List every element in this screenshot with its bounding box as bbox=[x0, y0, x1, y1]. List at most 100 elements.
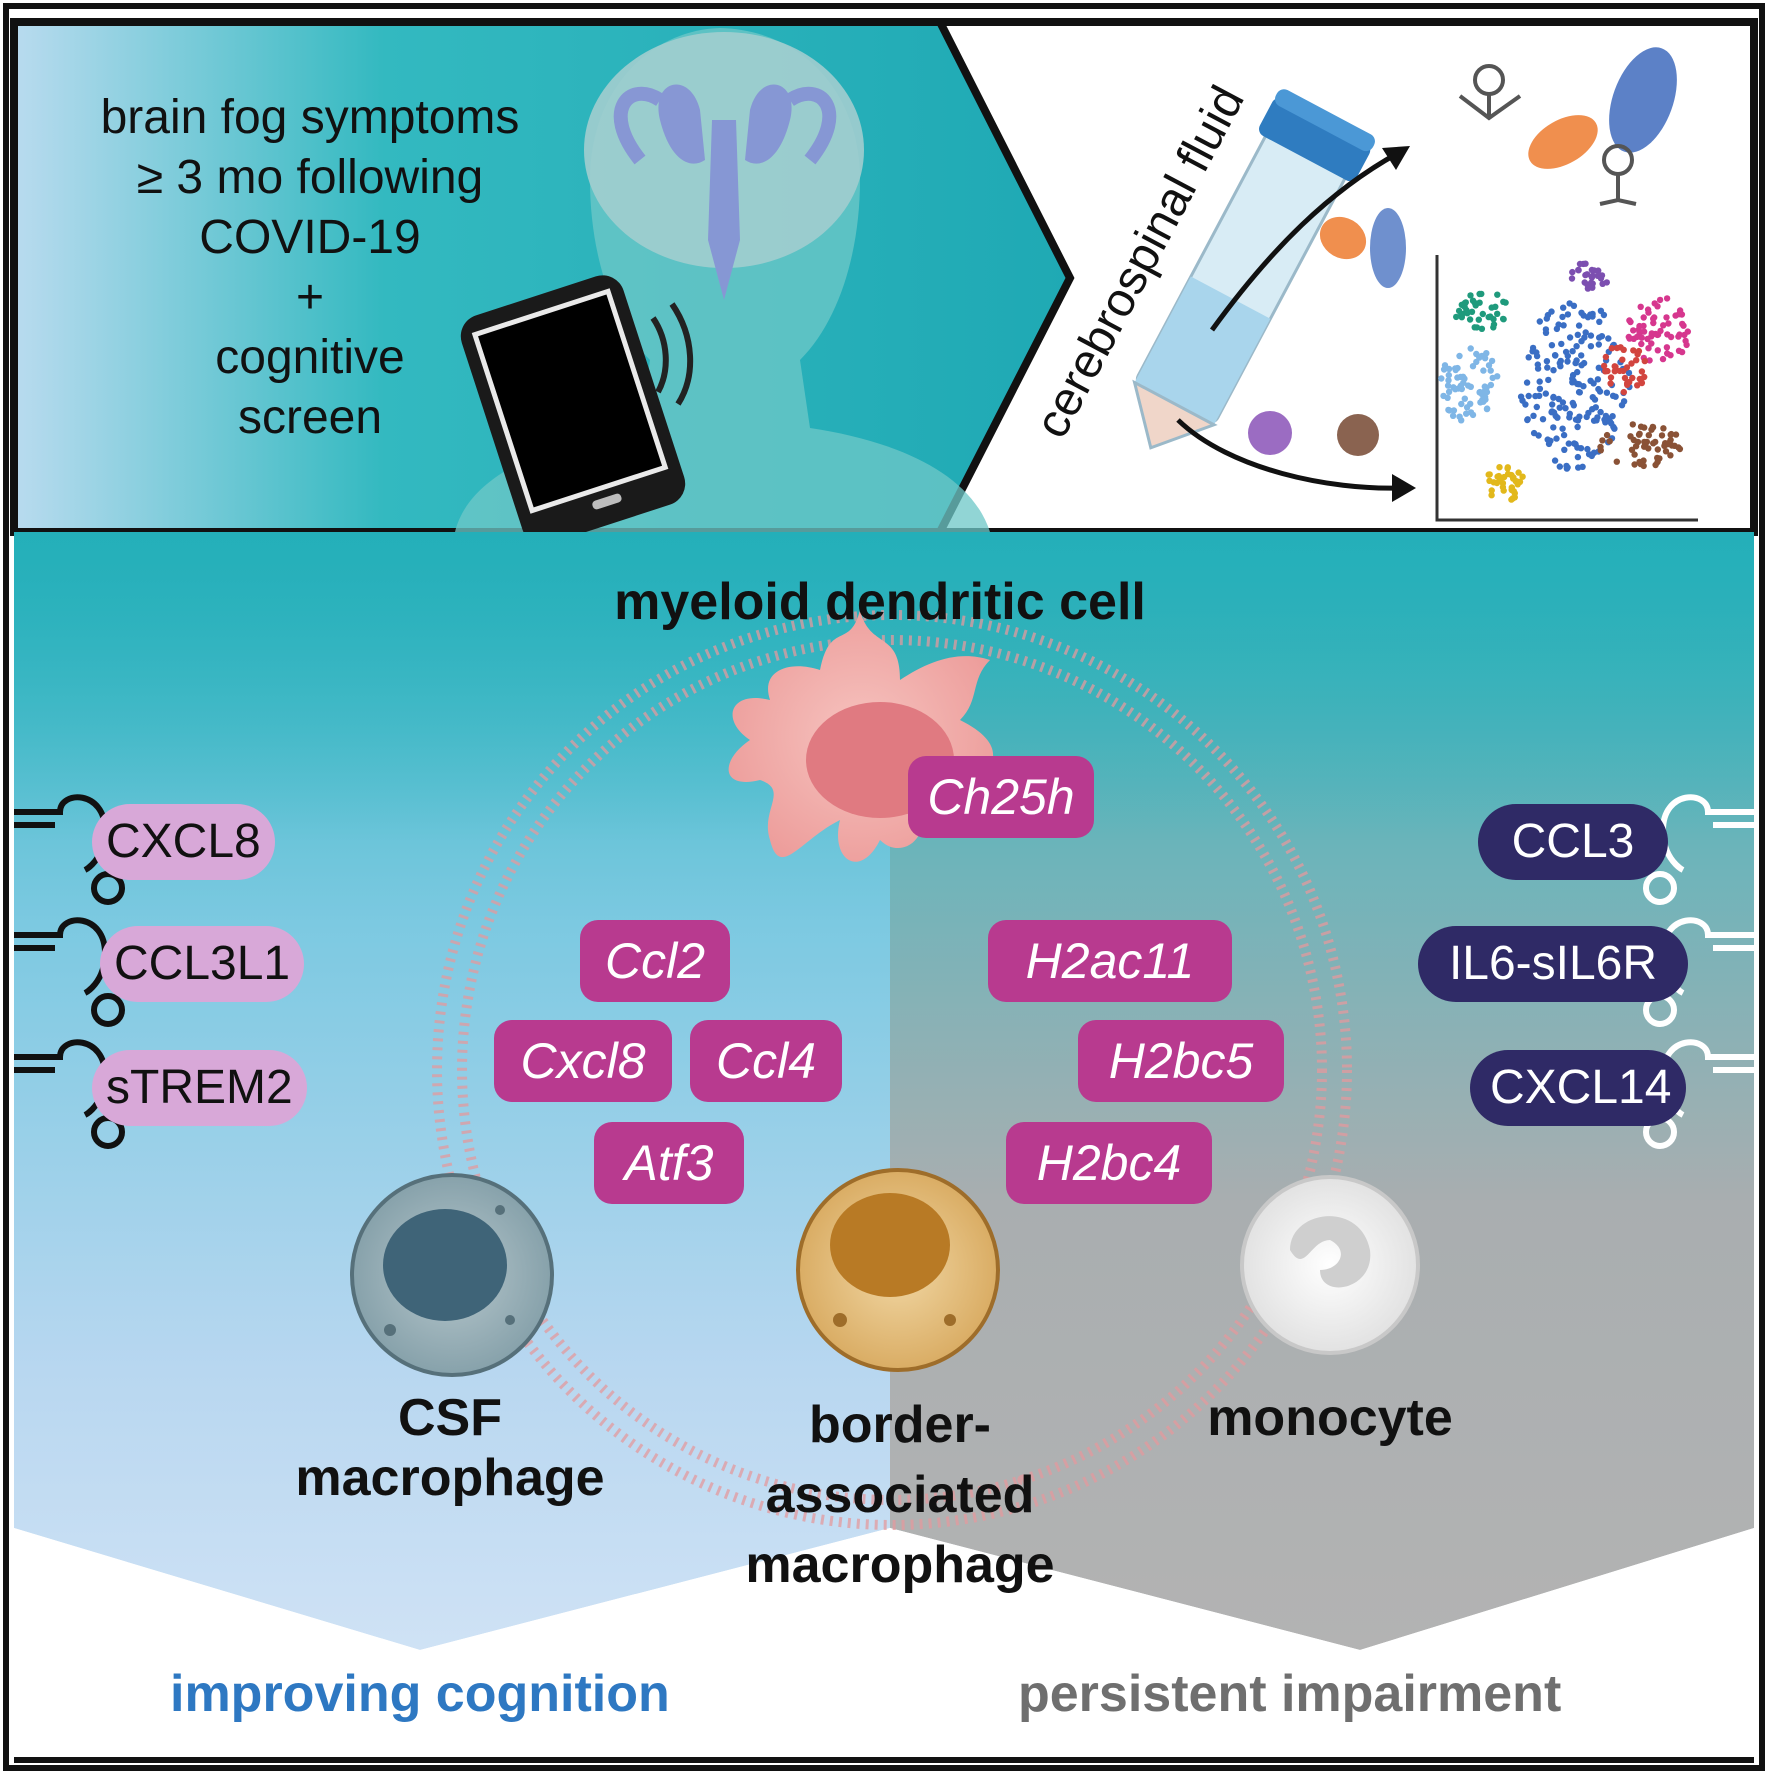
umap-plot bbox=[1435, 255, 1698, 522]
umap-dot bbox=[1637, 423, 1645, 430]
umap-dot bbox=[1662, 448, 1670, 455]
umap-dot bbox=[1444, 394, 1451, 401]
umap-dot bbox=[1606, 438, 1613, 445]
umap-dot bbox=[1638, 340, 1645, 348]
umap-dot bbox=[1597, 443, 1604, 451]
umap-dot bbox=[1534, 365, 1542, 372]
umap-dot bbox=[1452, 386, 1459, 393]
umap-dot bbox=[1596, 318, 1603, 325]
umap-dot bbox=[1542, 390, 1550, 397]
umap-dot bbox=[1654, 446, 1662, 453]
bam-line: macrophage bbox=[745, 1536, 1055, 1594]
umap-dot bbox=[1626, 317, 1633, 324]
umap-dot bbox=[1551, 352, 1559, 359]
umap-dot bbox=[1576, 389, 1584, 396]
umap-dot bbox=[1584, 445, 1591, 453]
umap-dot bbox=[1569, 399, 1577, 407]
umap-dot bbox=[1508, 496, 1515, 503]
umap-dot bbox=[1667, 452, 1674, 459]
umap-dot bbox=[1613, 344, 1621, 352]
symptom-line: cognitive bbox=[215, 331, 405, 384]
umap-dot bbox=[1625, 333, 1633, 341]
umap-dot bbox=[1461, 395, 1469, 402]
umap-dot bbox=[1553, 325, 1561, 333]
umap-dot bbox=[1652, 330, 1659, 338]
umap-dot bbox=[1500, 298, 1507, 305]
umap-dot bbox=[1629, 421, 1637, 428]
symptom-line: ≥ 3 mo following bbox=[136, 151, 484, 204]
umap-dot bbox=[1508, 471, 1515, 479]
umap-dot bbox=[1630, 327, 1637, 334]
umap-dot bbox=[1640, 322, 1647, 330]
umap-dot bbox=[1595, 341, 1603, 348]
umap-dot bbox=[1645, 432, 1653, 439]
phone-icon bbox=[460, 275, 694, 545]
umap-dot bbox=[1560, 304, 1567, 311]
umap-dot bbox=[1517, 393, 1525, 400]
umap-dot bbox=[1602, 353, 1610, 361]
umap-dot bbox=[1596, 388, 1604, 395]
csf-macrophage-line: macrophage bbox=[295, 1449, 605, 1507]
gene-badge: H2bc4 bbox=[1006, 1122, 1212, 1204]
umap-dot bbox=[1675, 347, 1683, 354]
umap-dot bbox=[1476, 388, 1484, 396]
umap-dot bbox=[1450, 407, 1458, 414]
umap-dot bbox=[1611, 368, 1619, 375]
umap-dot bbox=[1556, 404, 1563, 411]
umap-dot bbox=[1665, 320, 1672, 327]
umap-dot bbox=[1553, 435, 1560, 442]
symptom-line: brain fog symptoms bbox=[100, 91, 520, 144]
umap-dot bbox=[1533, 349, 1540, 356]
umap-dot bbox=[1654, 347, 1662, 354]
umap-dot bbox=[1578, 338, 1585, 345]
umap-dot bbox=[1582, 329, 1589, 336]
umap-dot bbox=[1613, 458, 1621, 465]
umap-dot bbox=[1634, 382, 1641, 389]
umap-dot bbox=[1658, 432, 1666, 439]
umap-dot bbox=[1476, 299, 1483, 306]
umap-dot bbox=[1575, 322, 1583, 329]
umap-dot bbox=[1587, 377, 1594, 384]
umap-dot bbox=[1446, 407, 1453, 414]
umap-dot bbox=[1663, 295, 1671, 302]
umap-dot bbox=[1550, 394, 1557, 401]
umap-dot bbox=[1599, 437, 1606, 444]
umap-dot bbox=[1480, 367, 1487, 374]
head-illustration bbox=[455, 28, 990, 532]
umap-dot bbox=[1630, 347, 1637, 354]
umap-dot bbox=[1488, 487, 1495, 494]
umap-dot bbox=[1656, 296, 1664, 304]
umap-dot bbox=[1457, 373, 1464, 381]
symptom-line: COVID-19 bbox=[199, 211, 421, 264]
umap-dot bbox=[1573, 343, 1580, 350]
umap-dot bbox=[1573, 357, 1580, 364]
umap-dot bbox=[1681, 331, 1688, 339]
umap-dot bbox=[1564, 352, 1572, 360]
umap-dot bbox=[1576, 260, 1584, 268]
umap-dot bbox=[1558, 340, 1565, 348]
umap-dot bbox=[1574, 444, 1581, 451]
protein-label-left: CXCL8 bbox=[92, 804, 275, 880]
umap-dot bbox=[1603, 389, 1611, 396]
umap-dot bbox=[1504, 464, 1512, 471]
umap-dot bbox=[1476, 354, 1483, 361]
umap-dot bbox=[1445, 377, 1452, 384]
protein-label-right: IL6-sIL6R bbox=[1418, 926, 1688, 1002]
umap-dot bbox=[1574, 331, 1582, 338]
umap-dot bbox=[1559, 399, 1567, 406]
monocyte-illustration bbox=[1240, 1175, 1420, 1355]
umap-dot bbox=[1645, 445, 1652, 452]
umap-dot bbox=[1569, 379, 1576, 386]
umap-dot bbox=[1490, 316, 1497, 323]
dendritic-cell-label: myeloid dendritic cell bbox=[614, 573, 1146, 631]
umap-dot bbox=[1560, 322, 1567, 329]
umap-dot bbox=[1444, 382, 1452, 389]
umap-dot bbox=[1467, 345, 1474, 352]
umap-dot bbox=[1631, 451, 1638, 458]
umap-dot bbox=[1672, 431, 1680, 438]
umap-dot bbox=[1552, 412, 1559, 420]
umap-dot bbox=[1579, 463, 1586, 470]
umap-dot bbox=[1473, 324, 1481, 331]
umap-dot bbox=[1485, 313, 1492, 321]
umap-dot bbox=[1483, 405, 1491, 412]
